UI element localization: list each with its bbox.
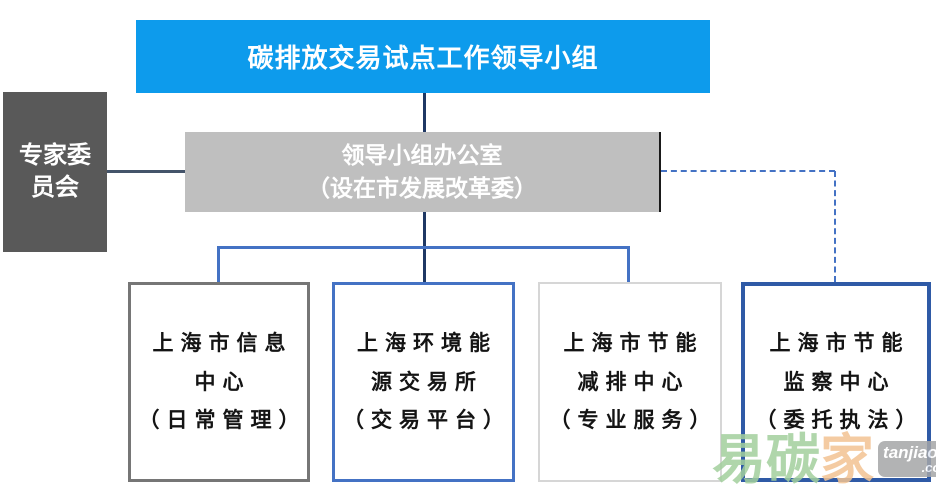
leading-group-box: 碳排放交易试点工作领导小组: [136, 20, 710, 93]
connector-title-to-office: [423, 93, 426, 132]
office-line2: （设在市发展改革委）: [307, 175, 537, 201]
watermark-badge-domain: tanjiaoyi: [883, 443, 936, 462]
sub-box1-line2: 中心: [194, 368, 251, 394]
office-line1: 领导小组办公室: [341, 141, 503, 168]
watermark-char-jia: 家: [820, 427, 874, 489]
leading-group-label: 碳排放交易试点工作领导小组: [247, 43, 599, 73]
dashed-connector-horizontal: [661, 170, 835, 172]
distribution-bar: [217, 246, 630, 249]
sub-box1-line3: （日常管理）: [138, 407, 307, 433]
watermark-badge-tld: .com: [921, 460, 936, 475]
watermark: 易 碳 家 tanjiaoyi .com: [712, 432, 936, 486]
sub-box2-line2: 源交易所: [371, 368, 483, 394]
watermark-char-yi: 易: [712, 427, 766, 489]
office-box: 领导小组办公室 （设在市发展改革委）: [185, 132, 661, 212]
sub-box-energy-exchange: 上海环境能 源交易所 （交易平台）: [332, 282, 515, 482]
sub-box4-line2: 监察中心: [783, 368, 896, 394]
sub-box3-line1: 上海市节能: [563, 329, 704, 355]
sub-box2-line1: 上海环境能: [357, 329, 497, 355]
sub-box3-line2: 减排中心: [577, 368, 690, 394]
connector-bar-to-box1: [217, 246, 220, 283]
expert-committee-box: 专家委 员会: [3, 92, 107, 252]
watermark-char-tan: 碳: [766, 427, 820, 489]
sub-box4-line1: 上海市节能: [769, 329, 910, 355]
expert-committee-line1: 专家委: [19, 141, 91, 169]
dashed-connector-vertical: [834, 171, 836, 282]
sub-box2-line3: （交易平台）: [343, 407, 511, 433]
watermark-badge: tanjiaoyi .com: [878, 441, 936, 477]
sub-box1-line1: 上海市信息: [152, 329, 293, 355]
sub-box-information-center: 上海市信息 中心 （日常管理）: [128, 282, 310, 482]
sub-box3-line3: （专业服务）: [549, 407, 718, 433]
sub-box-emission-reduction-center: 上海市节能 减排中心 （专业服务）: [538, 282, 722, 482]
connector-expert-to-office: [107, 170, 185, 173]
sub-box4-line3: （委托执法）: [755, 407, 924, 433]
connector-bar-to-box3: [627, 246, 630, 283]
expert-committee-line2: 员会: [31, 174, 79, 201]
